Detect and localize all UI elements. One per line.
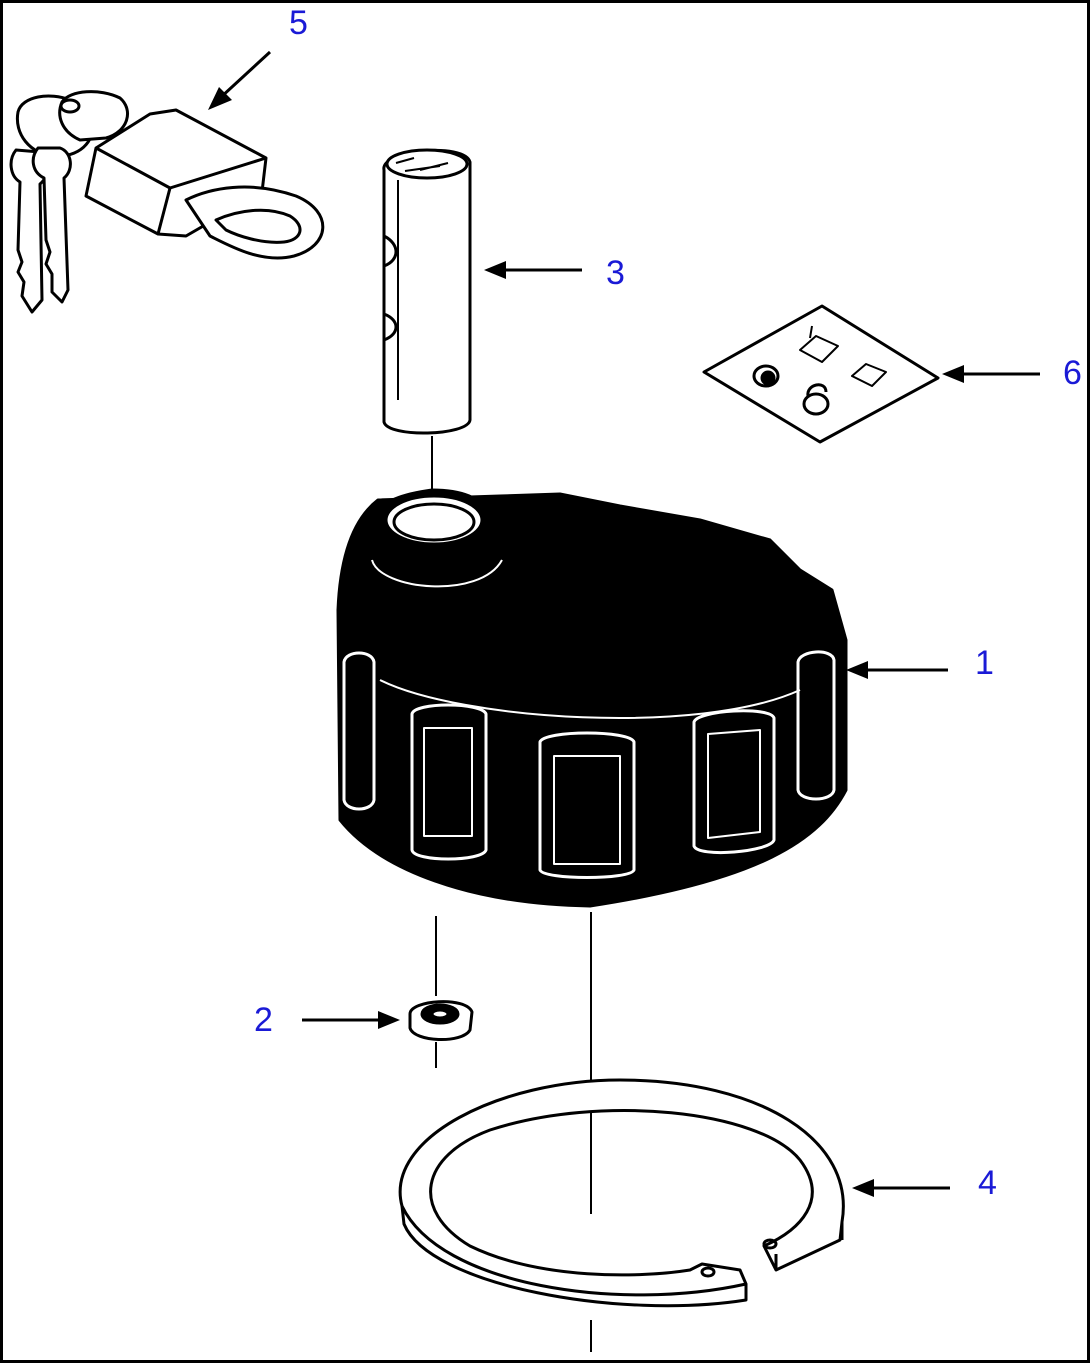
leader-arrows [208,50,1040,1197]
decal-part [702,304,940,444]
fuel-cap-part [336,488,848,908]
callout-6: 6 [1063,354,1082,392]
callout-2: 2 [254,1001,273,1039]
snap-ring-part [398,1078,845,1308]
washer-part [408,1000,474,1042]
callout-1: 1 [975,644,994,682]
padlock-part [9,90,325,314]
callout-4: 4 [978,1164,997,1202]
callout-3: 3 [606,254,625,292]
callout-5: 5 [289,4,308,42]
lock-pin-part [382,148,472,435]
